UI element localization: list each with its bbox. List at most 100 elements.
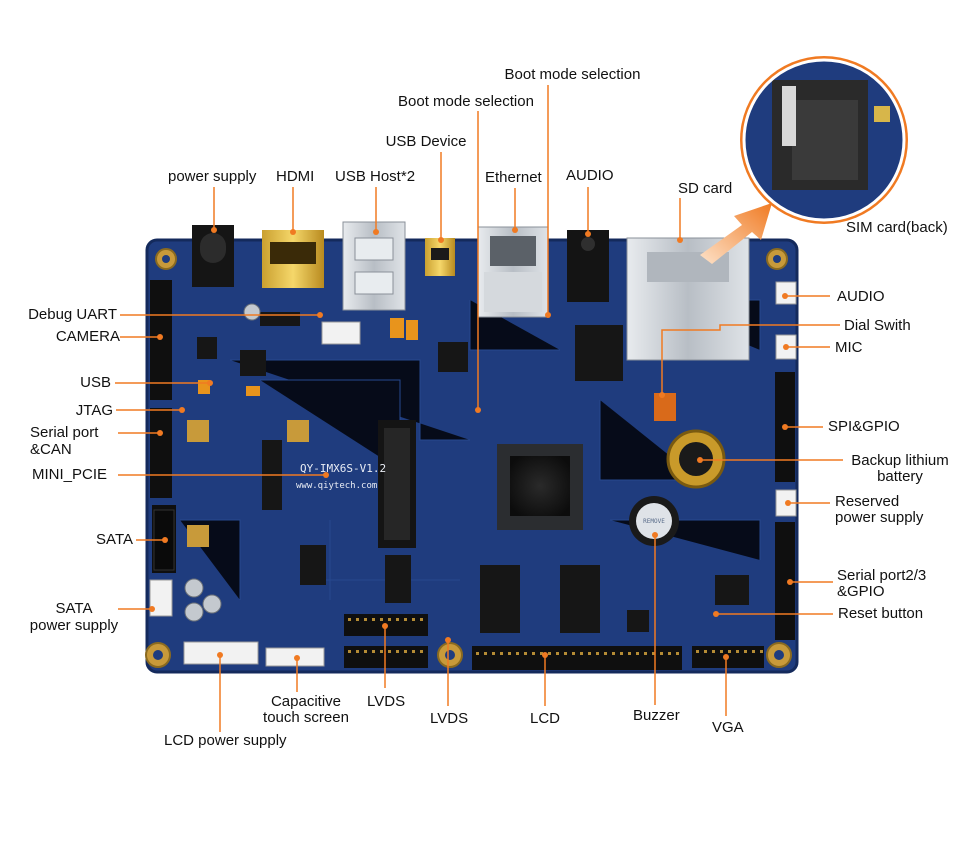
header-pin [524, 652, 527, 655]
label-audio-right: AUDIO [837, 288, 885, 305]
header-pin [476, 652, 479, 655]
silkscreen-model: QY-IMX6S-V1.2 [300, 462, 386, 475]
header-pin [660, 652, 663, 655]
header-pin [348, 618, 351, 621]
header-pin [580, 652, 583, 655]
header-pin [492, 652, 495, 655]
header-pin [388, 650, 391, 653]
header-pin [348, 650, 351, 653]
header-pin [396, 618, 399, 621]
label-power-supply: power supply [168, 168, 257, 185]
header-pin [516, 652, 519, 655]
header-pin [412, 618, 415, 621]
header-pin [744, 650, 747, 653]
orange-components [198, 318, 418, 396]
header-pin [404, 618, 407, 621]
label-backup-battery-line1: Backup lithium [851, 452, 949, 469]
header-pin [556, 652, 559, 655]
label-mic: MIC [835, 339, 863, 356]
label-usb-host: USB Host*2 [335, 168, 416, 185]
label-sata-power-line1: SATA [55, 600, 93, 617]
header-pin [628, 652, 631, 655]
label-sata: SATA [96, 531, 133, 548]
header-pin [704, 650, 707, 653]
label-debug-uart: Debug UART [28, 306, 117, 323]
label-capacitive-touch: Capacitive touch screen [250, 694, 362, 726]
header-pin [652, 652, 655, 655]
header-pin [372, 650, 375, 653]
buzzer: REMOVE [629, 496, 679, 546]
usb-device-connector [425, 238, 455, 276]
silkscreen-url: www.qiytech.com [296, 481, 377, 491]
header-pin [712, 650, 715, 653]
label-reserved-power-line1: Reserved [835, 493, 900, 510]
header-pin [500, 652, 503, 655]
label-jtag: JTAG [75, 402, 113, 419]
header-pin [572, 652, 575, 655]
label-sata-power-line2: power supply [29, 617, 119, 634]
header-pin [548, 652, 551, 655]
label-serial-port-23-line1: Serial port2/3 [837, 567, 927, 584]
label-lvds-2: LVDS [430, 710, 469, 727]
header-pin [752, 650, 755, 653]
header-pin [596, 652, 599, 655]
label-backup-battery-line2: battery [877, 468, 923, 485]
header-pin [736, 650, 739, 653]
header-pin [404, 650, 407, 653]
mini-pcie-slot [378, 420, 416, 548]
label-boot-mode-1: Boot mode selection [504, 66, 641, 83]
label-reserved-power-line2: power supply [835, 509, 924, 526]
label-buzzer: Buzzer [633, 707, 680, 724]
label-usb-left: USB [80, 374, 111, 391]
label-capacitive-line1: Capacitive [270, 693, 342, 710]
label-mini-pcie: MINI_PCIE [31, 466, 107, 483]
header-pin [412, 650, 415, 653]
header-pin [760, 650, 763, 653]
label-capacitive-line2: touch screen [263, 709, 349, 726]
cpu [497, 444, 583, 530]
ethernet-connector [477, 226, 549, 318]
dial-switch [654, 393, 676, 421]
header-pin [564, 652, 567, 655]
header-pin [720, 650, 723, 653]
label-serial-port-23-line2: &GPIO [837, 583, 885, 600]
label-lvds-1: LVDS [367, 693, 406, 710]
header-pin [532, 652, 535, 655]
header-pin [388, 618, 391, 621]
label-hdmi: HDMI [276, 168, 315, 185]
label-usb-device: USB Device [385, 133, 467, 150]
label-reserved-power: Reserved power supply [835, 494, 923, 526]
hdmi-connector [262, 230, 324, 288]
header-pin [420, 650, 423, 653]
sim-card-inset [740, 56, 908, 224]
label-backup-battery: Backup lithium battery [845, 453, 955, 485]
label-boot-mode-2: Boot mode selection [398, 93, 534, 110]
label-lcd-power: LCD power supply [164, 732, 287, 749]
header-pin [588, 652, 591, 655]
header-pin [696, 650, 699, 653]
label-serial-port-23: Serial port2/3 &GPIO [837, 568, 926, 600]
label-ethernet: Ethernet [485, 169, 542, 186]
header-pin [364, 650, 367, 653]
label-sim-card-back: SIM card(back) [846, 219, 948, 236]
header-pin [604, 652, 607, 655]
label-dial-switch: Dial Swith [844, 317, 911, 334]
power-jack [192, 225, 234, 287]
header-pin [540, 652, 543, 655]
header-pin [396, 650, 399, 653]
label-vga: VGA [712, 719, 744, 736]
label-serial-can-line2: &CAN [30, 441, 72, 458]
label-serial-can: Serial port &CAN [30, 424, 98, 458]
header-pin [372, 618, 375, 621]
capacitors [184, 303, 261, 622]
header-pin [612, 652, 615, 655]
label-spi-gpio: SPI&GPIO [828, 418, 900, 435]
label-sd-card: SD card [678, 180, 733, 197]
header-pin [364, 618, 367, 621]
sd-card-slot [626, 237, 750, 361]
header-pin [620, 652, 623, 655]
header-pin [508, 652, 511, 655]
remove-sticker: REMOVE [643, 518, 665, 525]
header-pin [644, 652, 647, 655]
